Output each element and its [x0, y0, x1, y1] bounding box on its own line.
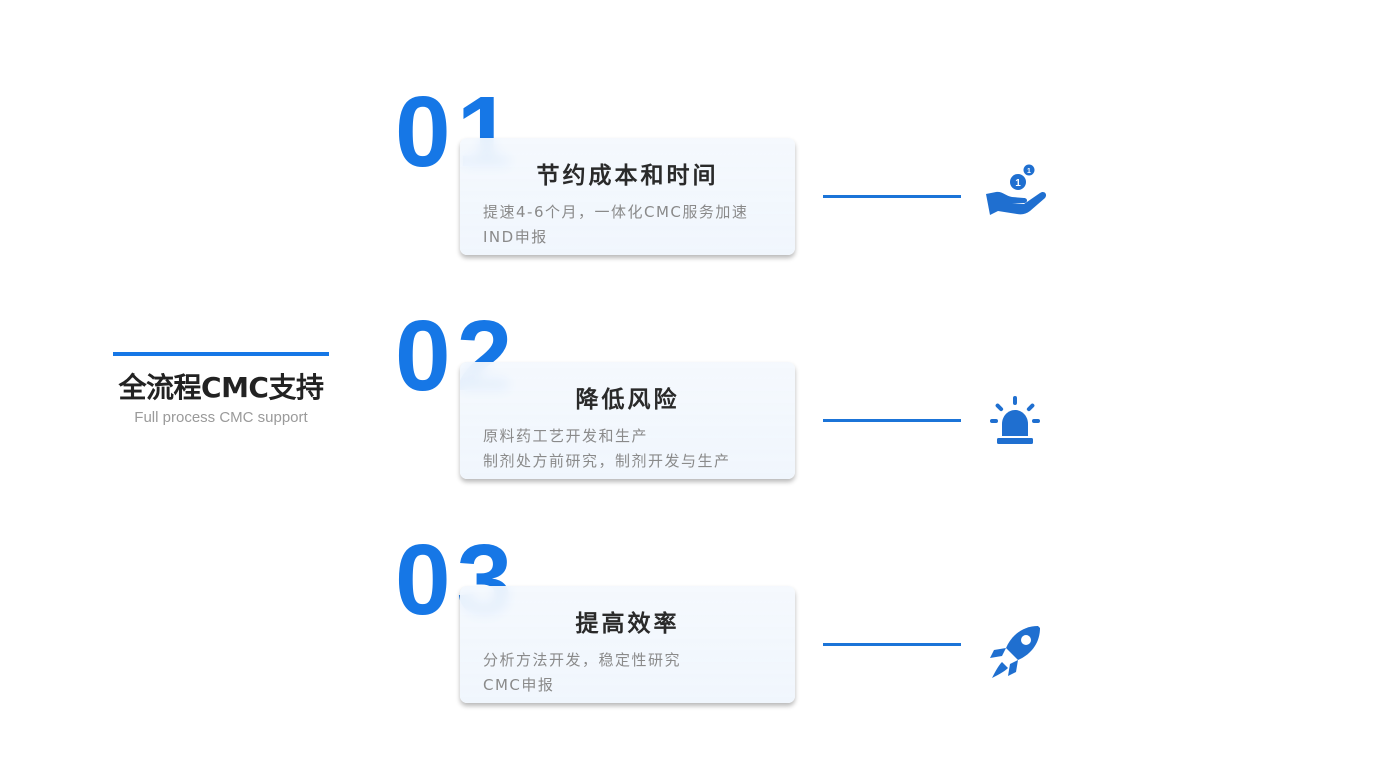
desc-line: 原料药工艺开发和生产 — [483, 427, 649, 445]
benefit-item-2: 02 降低风险 原料药工艺开发和生产 制剂处方前研究，制剂开发与生产 — [0, 306, 1374, 516]
benefit-item-3: 03 提高效率 分析方法开发，稳定性研究 CMC申报 — [0, 530, 1374, 740]
desc-line: 分析方法开发，稳定性研究 — [483, 651, 682, 669]
connector-line — [823, 643, 961, 646]
connector-line — [823, 419, 961, 422]
benefit-card: 提高效率 分析方法开发，稳定性研究 CMC申报 — [460, 586, 795, 703]
benefit-item-1: 01 节约成本和时间 提速4-6个月，一体化CMC服务加速 IND申报 1 1 — [0, 82, 1374, 292]
card-description: 原料药工艺开发和生产 制剂处方前研究，制剂开发与生产 — [483, 424, 779, 474]
hand-coins-icon: 1 1 — [984, 162, 1052, 222]
benefit-card: 节约成本和时间 提速4-6个月，一体化CMC服务加速 IND申报 — [460, 138, 795, 255]
heading-subtitle: Full process CMC support — [134, 409, 308, 426]
card-description: 分析方法开发，稳定性研究 CMC申报 — [483, 648, 779, 698]
svg-text:1: 1 — [1015, 178, 1021, 189]
card-title: 提高效率 — [575, 611, 680, 637]
desc-line: IND申报 — [483, 228, 548, 246]
connector-line — [823, 195, 961, 198]
card-description: 提速4-6个月，一体化CMC服务加速 IND申报 — [483, 200, 779, 250]
svg-text:1: 1 — [1027, 168, 1031, 175]
heading-accent-bar — [113, 352, 329, 356]
card-title: 降低风险 — [575, 387, 680, 413]
desc-line: CMC申报 — [483, 676, 555, 694]
benefit-card: 降低风险 原料药工艺开发和生产 制剂处方前研究，制剂开发与生产 — [460, 362, 795, 479]
desc-line: 提速4-6个月，一体化CMC服务加速 — [483, 203, 749, 221]
card-title: 节约成本和时间 — [536, 163, 719, 189]
rocket-icon — [988, 624, 1044, 686]
heading-title: 全流程CMC支持 — [118, 371, 324, 404]
section-heading: 全流程CMC支持 Full process CMC support — [113, 352, 329, 426]
alarm-siren-icon — [988, 394, 1042, 452]
desc-line: 制剂处方前研究，制剂开发与生产 — [483, 452, 731, 470]
